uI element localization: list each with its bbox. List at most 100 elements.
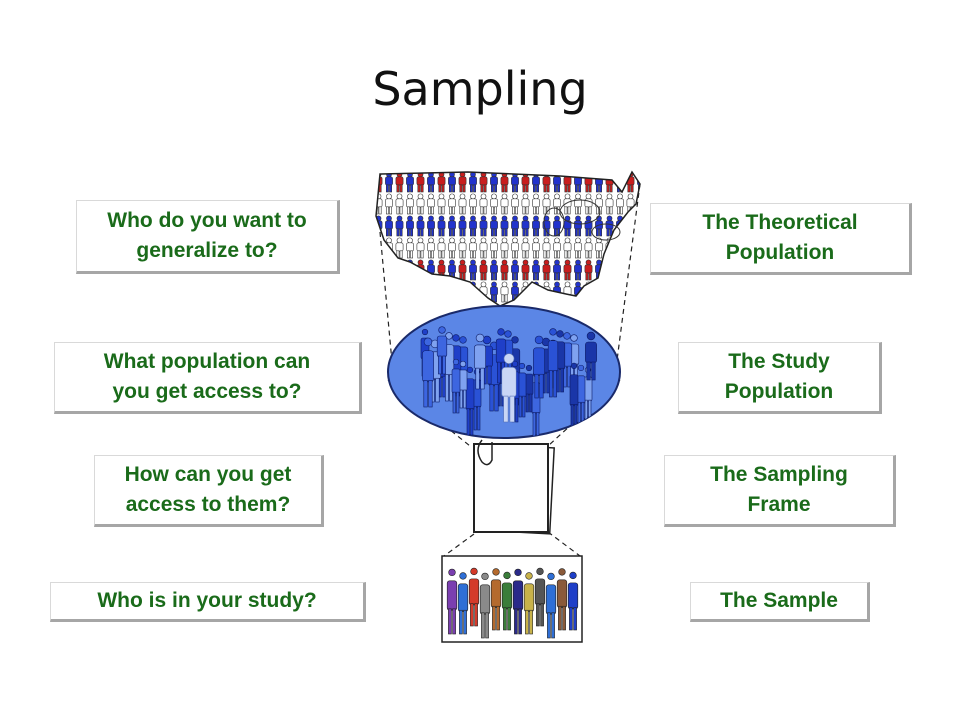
question-text: Who is in your study?	[97, 589, 317, 612]
person-figure	[500, 237, 509, 259]
person-figure	[437, 215, 446, 237]
person-figure	[416, 237, 425, 259]
answer-box-sample: The Sample	[690, 582, 870, 622]
person-figure	[501, 353, 517, 423]
person-figure	[376, 259, 383, 281]
person-figure	[416, 215, 425, 237]
person-figure	[542, 281, 551, 303]
person-figure	[446, 568, 458, 635]
person-figure	[512, 568, 524, 635]
question-text: Who do you want to generalize to?	[107, 209, 307, 262]
person-figure	[574, 193, 582, 215]
question-box-study: Who is in your study?	[50, 582, 366, 622]
person-figure	[469, 237, 477, 259]
person-figure	[385, 193, 393, 215]
person-figure	[490, 568, 502, 631]
person-figure	[542, 237, 551, 259]
person-figure	[395, 215, 404, 237]
person-figure	[605, 193, 614, 215]
person-figure	[556, 568, 568, 631]
person-figure	[500, 281, 509, 303]
person-figure	[406, 281, 414, 303]
person-figure	[422, 337, 434, 408]
person-figure	[542, 259, 551, 281]
person-figure	[637, 259, 640, 281]
person-figure	[511, 237, 519, 259]
person-figure	[448, 281, 456, 303]
person-figure	[406, 193, 414, 215]
person-figure	[395, 193, 404, 215]
answer-box-study-population: The Study Population	[678, 342, 882, 414]
answer-box-theoretical-population: The Theoretical Population	[650, 203, 912, 275]
us-map-outline	[375, 170, 641, 307]
answer-text: The Sampling Frame	[710, 463, 848, 516]
person-figure	[563, 215, 572, 237]
question-box-generalize: Who do you want to generalize to?	[76, 200, 340, 274]
person-figure	[532, 237, 540, 259]
person-figure	[468, 567, 480, 627]
person-figure	[469, 193, 477, 215]
person-figure	[427, 259, 435, 281]
person-figure	[533, 335, 545, 399]
slide-title: Sampling	[372, 62, 588, 116]
person-figure	[448, 237, 456, 259]
question-text: What population can you get access to?	[103, 350, 311, 403]
person-figure	[479, 193, 488, 215]
person-figure	[563, 237, 572, 259]
person-figure	[437, 259, 446, 281]
paper-clip-icon	[477, 439, 493, 466]
person-figure	[458, 193, 467, 215]
person-figure	[469, 215, 477, 237]
person-figure	[501, 571, 513, 631]
person-figure	[511, 172, 519, 193]
person-figure	[427, 215, 435, 237]
person-figure	[385, 172, 393, 193]
person-figure	[385, 237, 393, 259]
person-figure	[584, 259, 593, 281]
person-figure	[385, 215, 393, 237]
person-figure	[637, 281, 640, 303]
person-figure	[469, 172, 477, 193]
great-lakes	[543, 199, 621, 241]
person-figure	[637, 237, 640, 259]
answer-text: The Theoretical Population	[702, 211, 858, 264]
person-figure	[395, 259, 404, 281]
person-figure	[406, 237, 414, 259]
person-figure	[521, 259, 530, 281]
person-figure	[553, 193, 561, 215]
person-figure	[532, 259, 540, 281]
person-figure	[385, 259, 393, 281]
person-figure	[469, 259, 477, 281]
person-figure	[458, 360, 468, 409]
person-figure	[547, 328, 559, 398]
person-figure	[458, 281, 467, 303]
question-box-access-population: What population can you get access to?	[54, 342, 362, 414]
person-figure	[585, 331, 597, 381]
person-figure	[563, 259, 572, 281]
person-figure	[563, 281, 572, 303]
person-figure	[567, 571, 579, 631]
person-figure	[574, 281, 582, 303]
person-figure	[574, 259, 582, 281]
person-figure	[458, 215, 467, 237]
person-figure	[457, 572, 469, 635]
person-figure	[427, 281, 435, 303]
person-figure	[451, 358, 461, 414]
person-figure	[616, 237, 624, 259]
person-figure	[574, 215, 582, 237]
person-figure	[406, 215, 414, 237]
sampling-frame-papers	[473, 439, 555, 535]
person-figure	[448, 193, 456, 215]
person-figure	[427, 237, 435, 259]
answer-text: The Sample	[720, 589, 838, 612]
person-figure	[545, 572, 557, 639]
person-figure	[521, 215, 530, 237]
person-figure	[376, 237, 383, 259]
person-figure	[511, 259, 519, 281]
person-figure	[490, 237, 498, 259]
person-figure	[500, 193, 509, 215]
person-figure	[637, 215, 640, 237]
person-figure	[490, 281, 498, 303]
answer-box-sampling-frame: The Sampling Frame	[664, 455, 896, 527]
